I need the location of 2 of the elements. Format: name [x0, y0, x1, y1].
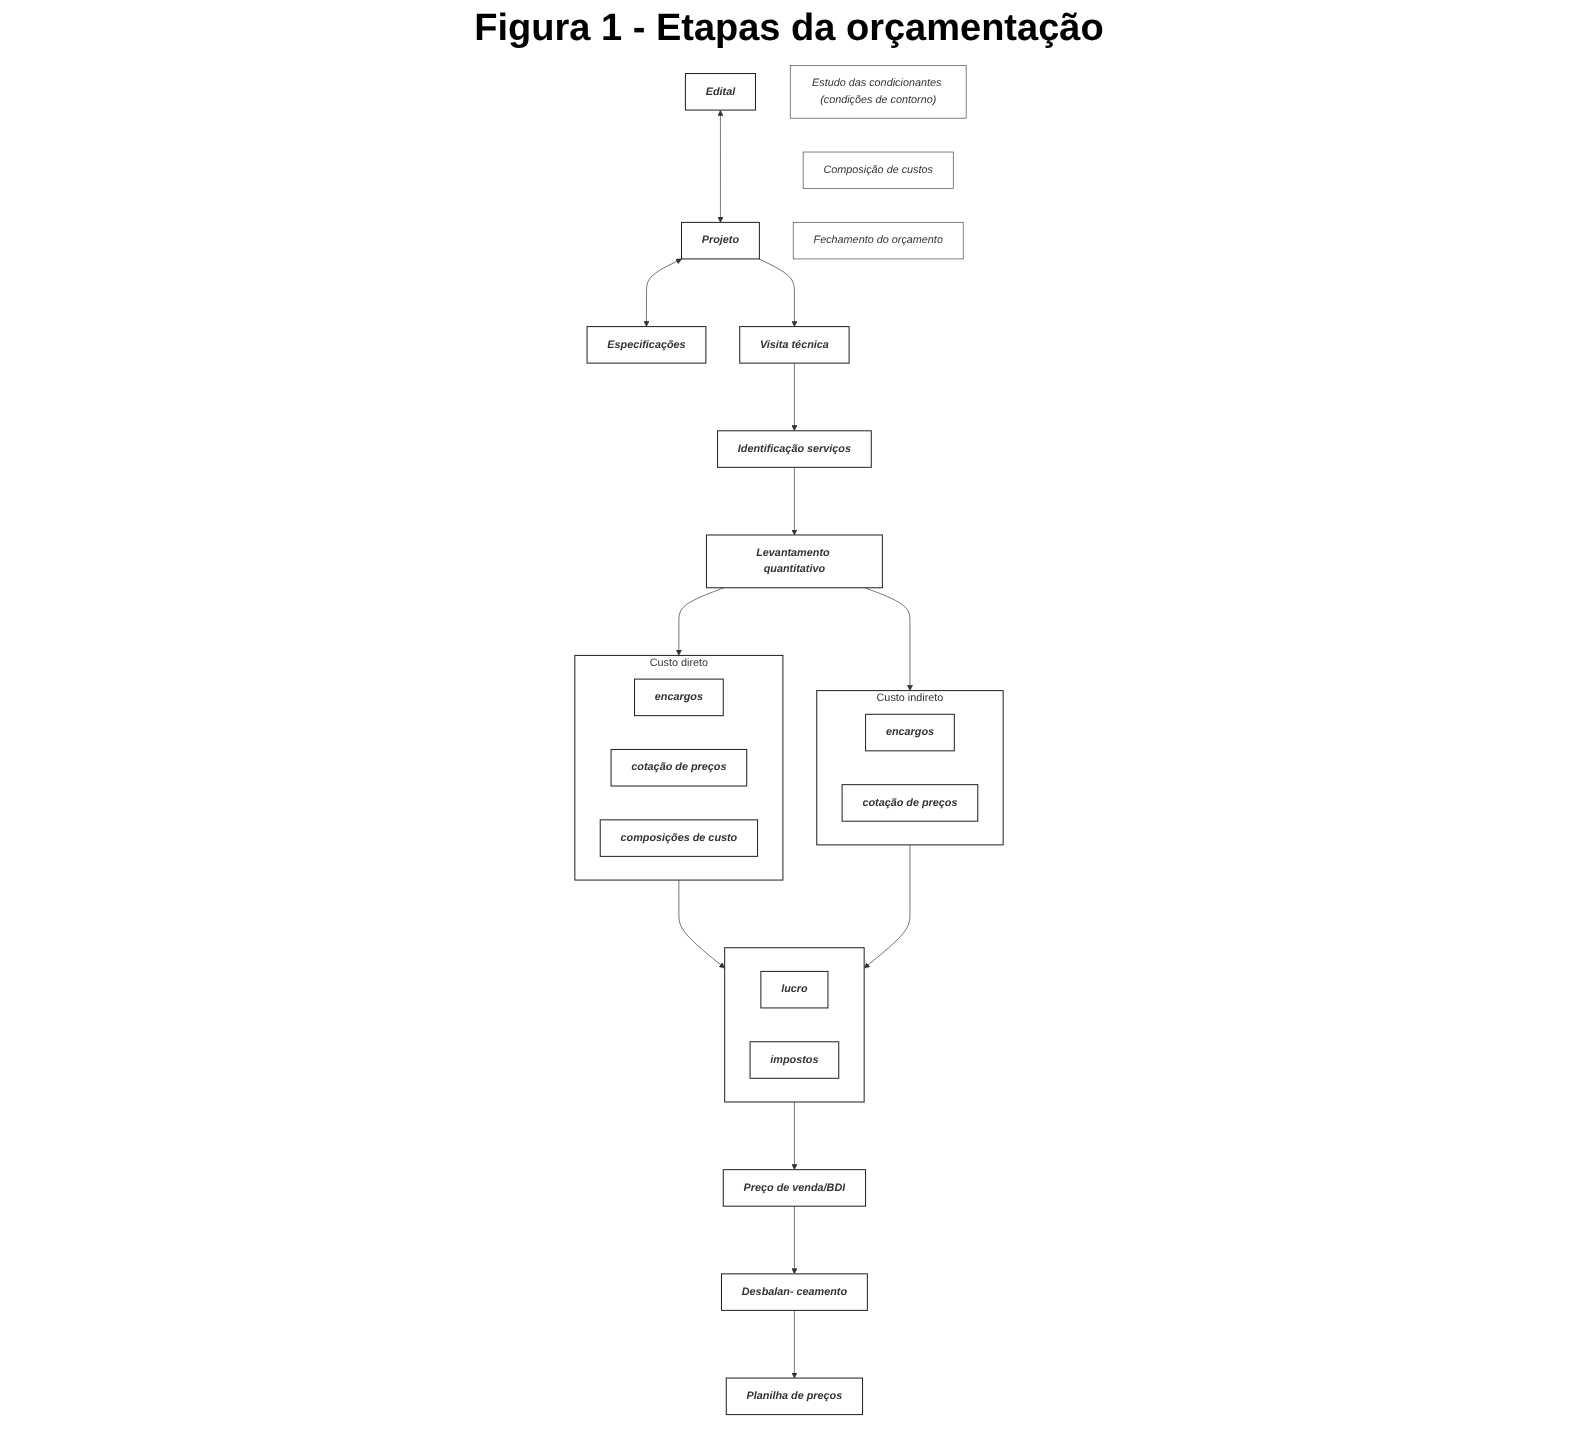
cluster	[724, 947, 865, 1103]
figure-title: Figura 1 - Etapas da orçamentação	[472, 8, 1106, 52]
